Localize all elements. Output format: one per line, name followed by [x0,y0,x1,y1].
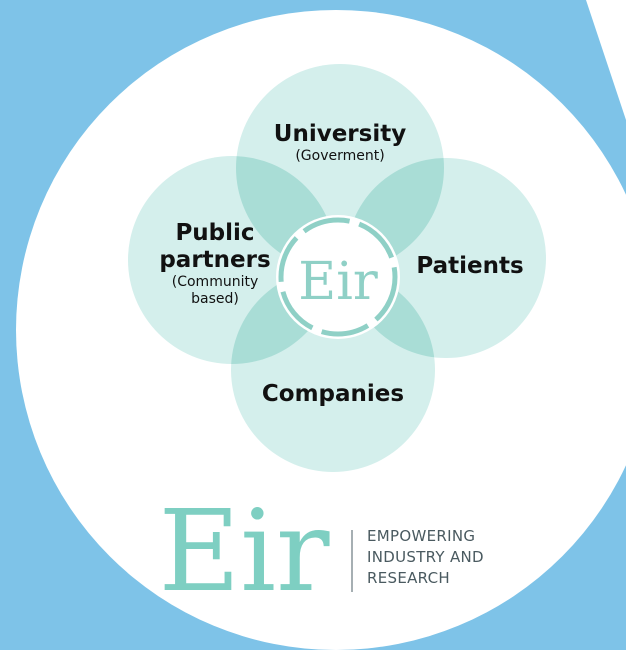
overlap-companies-patients [346,268,435,358]
public-partners-subtitle-line2: based) [191,291,239,307]
university-title: University [273,121,407,147]
public-partners-subtitle-line1: (Community [171,274,259,290]
overlap-university-patients [346,158,444,272]
tagline-line3: RESEARCH [367,569,450,587]
tagline-line1: EMPOWERING [367,527,476,545]
center-logo-text: Eir [298,252,378,312]
petal-overlaps [231,156,444,364]
overlap-university-public [236,156,336,272]
label-companies: Companies [253,381,413,408]
brand-tagline: EMPOWERING INDUSTRY AND RESEARCH [367,526,484,589]
university-subtitle: (Goverment) [295,148,385,164]
page-corner [586,0,626,120]
public-partners-title-line2: partners [159,247,271,273]
brand-logo: Eir [158,487,330,617]
label-university: University (Goverment) [260,121,420,165]
public-partners-title-line1: Public [175,220,255,246]
companies-title: Companies [261,381,405,407]
center-dashed-ring [278,217,398,337]
label-public-partners: Public partners (Community based) [145,220,285,308]
center-white-disc [276,215,400,339]
overlap-companies-public [231,268,336,364]
patients-title: Patients [416,253,524,279]
label-patients: Patients [405,253,535,280]
tagline-line2: INDUSTRY AND [367,548,484,566]
